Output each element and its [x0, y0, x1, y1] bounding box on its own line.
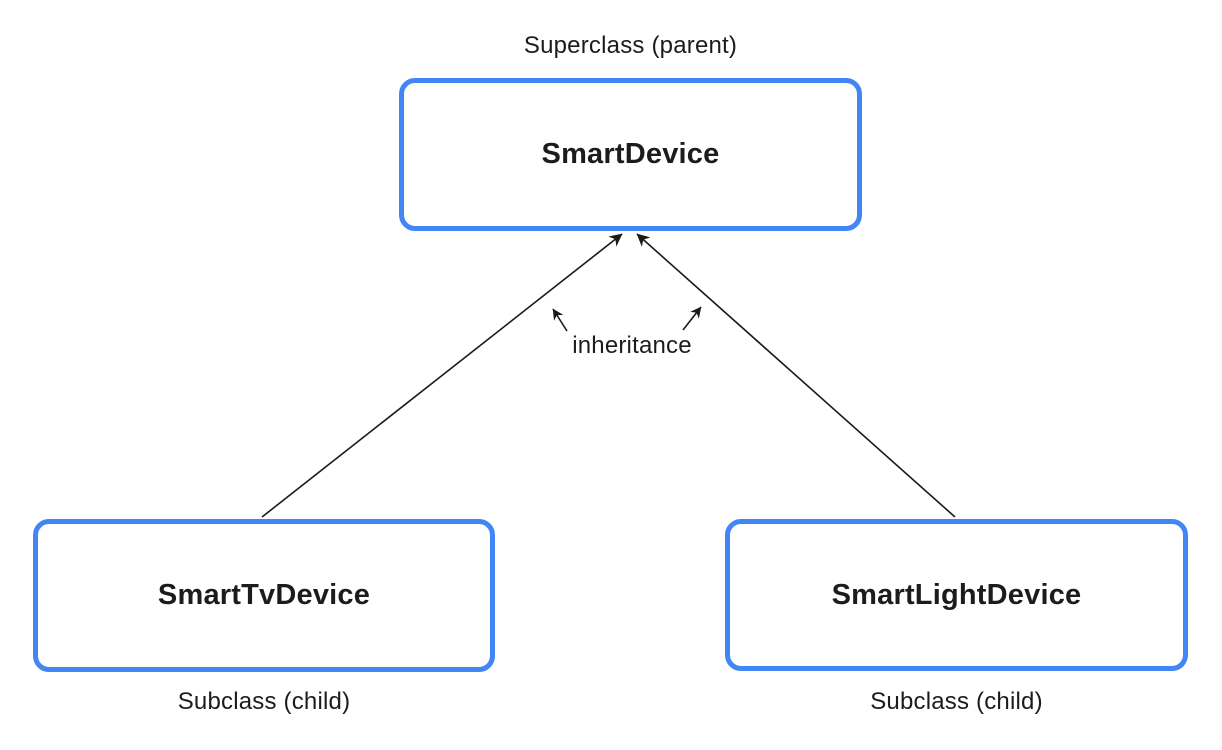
class-box-smartlightdevice: SmartLightDevice [725, 519, 1188, 671]
inheritance-pointer-right-icon [682, 306, 702, 331]
class-name-smartdevice: SmartDevice [541, 138, 720, 170]
arrow-smartlightdevice-to-smartdevice [636, 233, 956, 518]
inheritance-pointer-left-icon [552, 308, 568, 332]
class-name-smartlightdevice: SmartLightDevice [831, 578, 1082, 611]
subclass-light-caption: Subclass (child) [870, 688, 1043, 715]
arrow-smarttvdevice-to-smartdevice [261, 233, 623, 518]
class-box-smarttvdevice: SmartTvDevice [33, 519, 495, 672]
inheritance-label: inheritance [572, 332, 692, 359]
class-box-smartdevice: SmartDevice [399, 78, 862, 231]
class-name-smarttvdevice: SmartTvDevice [157, 579, 371, 611]
superclass-caption: Superclass (parent) [523, 32, 738, 59]
subclass-tv-caption: Subclass (child) [177, 688, 351, 715]
